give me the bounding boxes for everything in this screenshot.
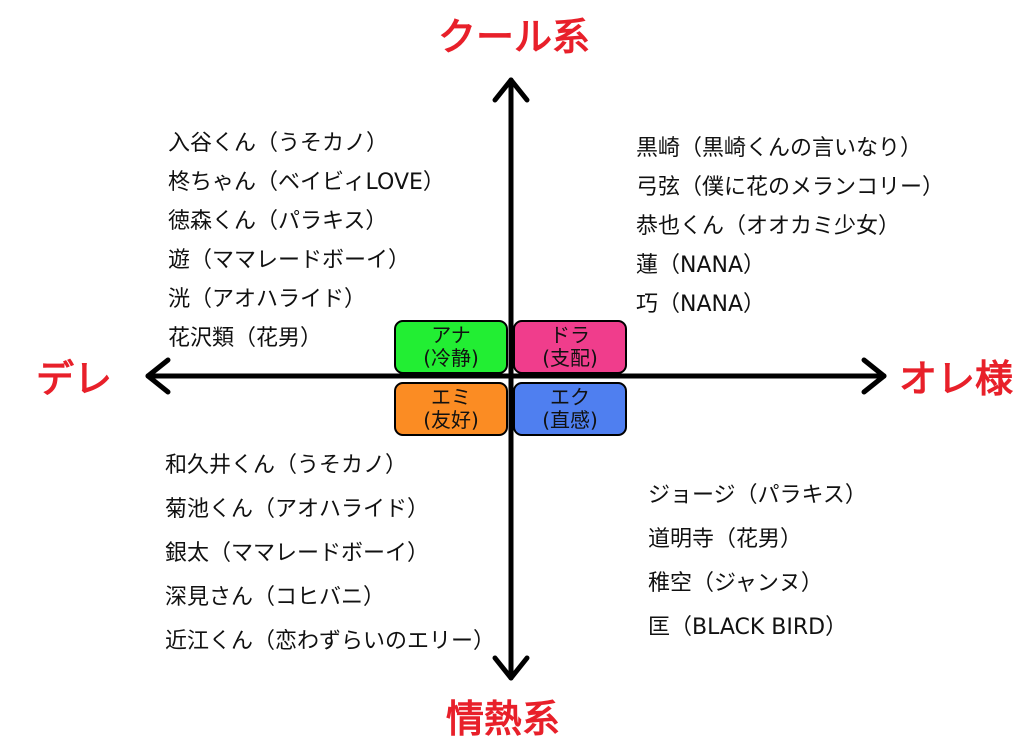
list-item: 花沢類（花男） (168, 326, 323, 351)
tag-emi-desc: (友好) (423, 408, 479, 432)
tag-eku-desc: (直感) (542, 408, 598, 432)
list-item: 蓮（NANA） (636, 253, 766, 278)
list-item: 洸（アオハライド） (168, 287, 367, 312)
list-item: ジョージ（パラキス） (648, 483, 867, 508)
tag-ana: アナ (冷静) (394, 320, 508, 374)
axis-label-left: デレ (36, 357, 113, 401)
list-item: 稚空（ジャンヌ） (648, 571, 823, 596)
axis-label-top: クール系 (438, 15, 591, 59)
left-arrowhead (145, 357, 171, 395)
tag-dora: ドラ (支配) (513, 320, 627, 374)
top-arrowhead (492, 77, 530, 103)
list-item: 黒崎（黒崎くんの言いなり） (636, 136, 923, 161)
list-item: 巧（NANA） (636, 292, 766, 317)
tag-ana-desc: (冷静) (423, 346, 479, 370)
list-item: 入谷くん（うそカノ） (168, 131, 389, 156)
tag-emi-name: エミ (431, 385, 471, 409)
tag-ana-name: アナ (431, 323, 471, 347)
tag-eku: エク (直感) (513, 382, 627, 436)
tag-eku-name: エク (550, 385, 590, 409)
tag-emi: エミ (友好) (394, 382, 508, 436)
list-item: 道明寺（花男） (648, 527, 803, 552)
list-item: 深見さん（コヒバニ） (165, 585, 386, 610)
list-item: 菊池くん（アオハライド） (165, 497, 430, 522)
list-item: 徳森くん（パラキス） (168, 209, 388, 234)
list-item: 銀太（ママレードボーイ） (165, 541, 430, 566)
axis-label-bottom: 情熱系 (446, 697, 561, 741)
list-item: 恭也くん（オオカミ少女） (636, 214, 901, 239)
tag-dora-name: ドラ (550, 323, 590, 347)
right-arrowhead (861, 357, 887, 395)
list-item: 近江くん（恋わずらいのエリー） (165, 629, 496, 654)
tag-dora-desc: (支配) (542, 346, 598, 370)
list-item: 匡（BLACK BIRD） (648, 615, 848, 640)
list-item: 弓弦（僕に花のメランコリー） (636, 175, 945, 200)
bottom-arrowhead (492, 655, 530, 681)
list-item: 遊（ママレードボーイ） (168, 248, 411, 273)
list-item: 柊ちゃん（ベイビィLOVE） (168, 170, 445, 195)
axis-label-right: オレ様 (899, 357, 1014, 401)
list-item: 和久井くん（うそカノ） (165, 453, 408, 478)
